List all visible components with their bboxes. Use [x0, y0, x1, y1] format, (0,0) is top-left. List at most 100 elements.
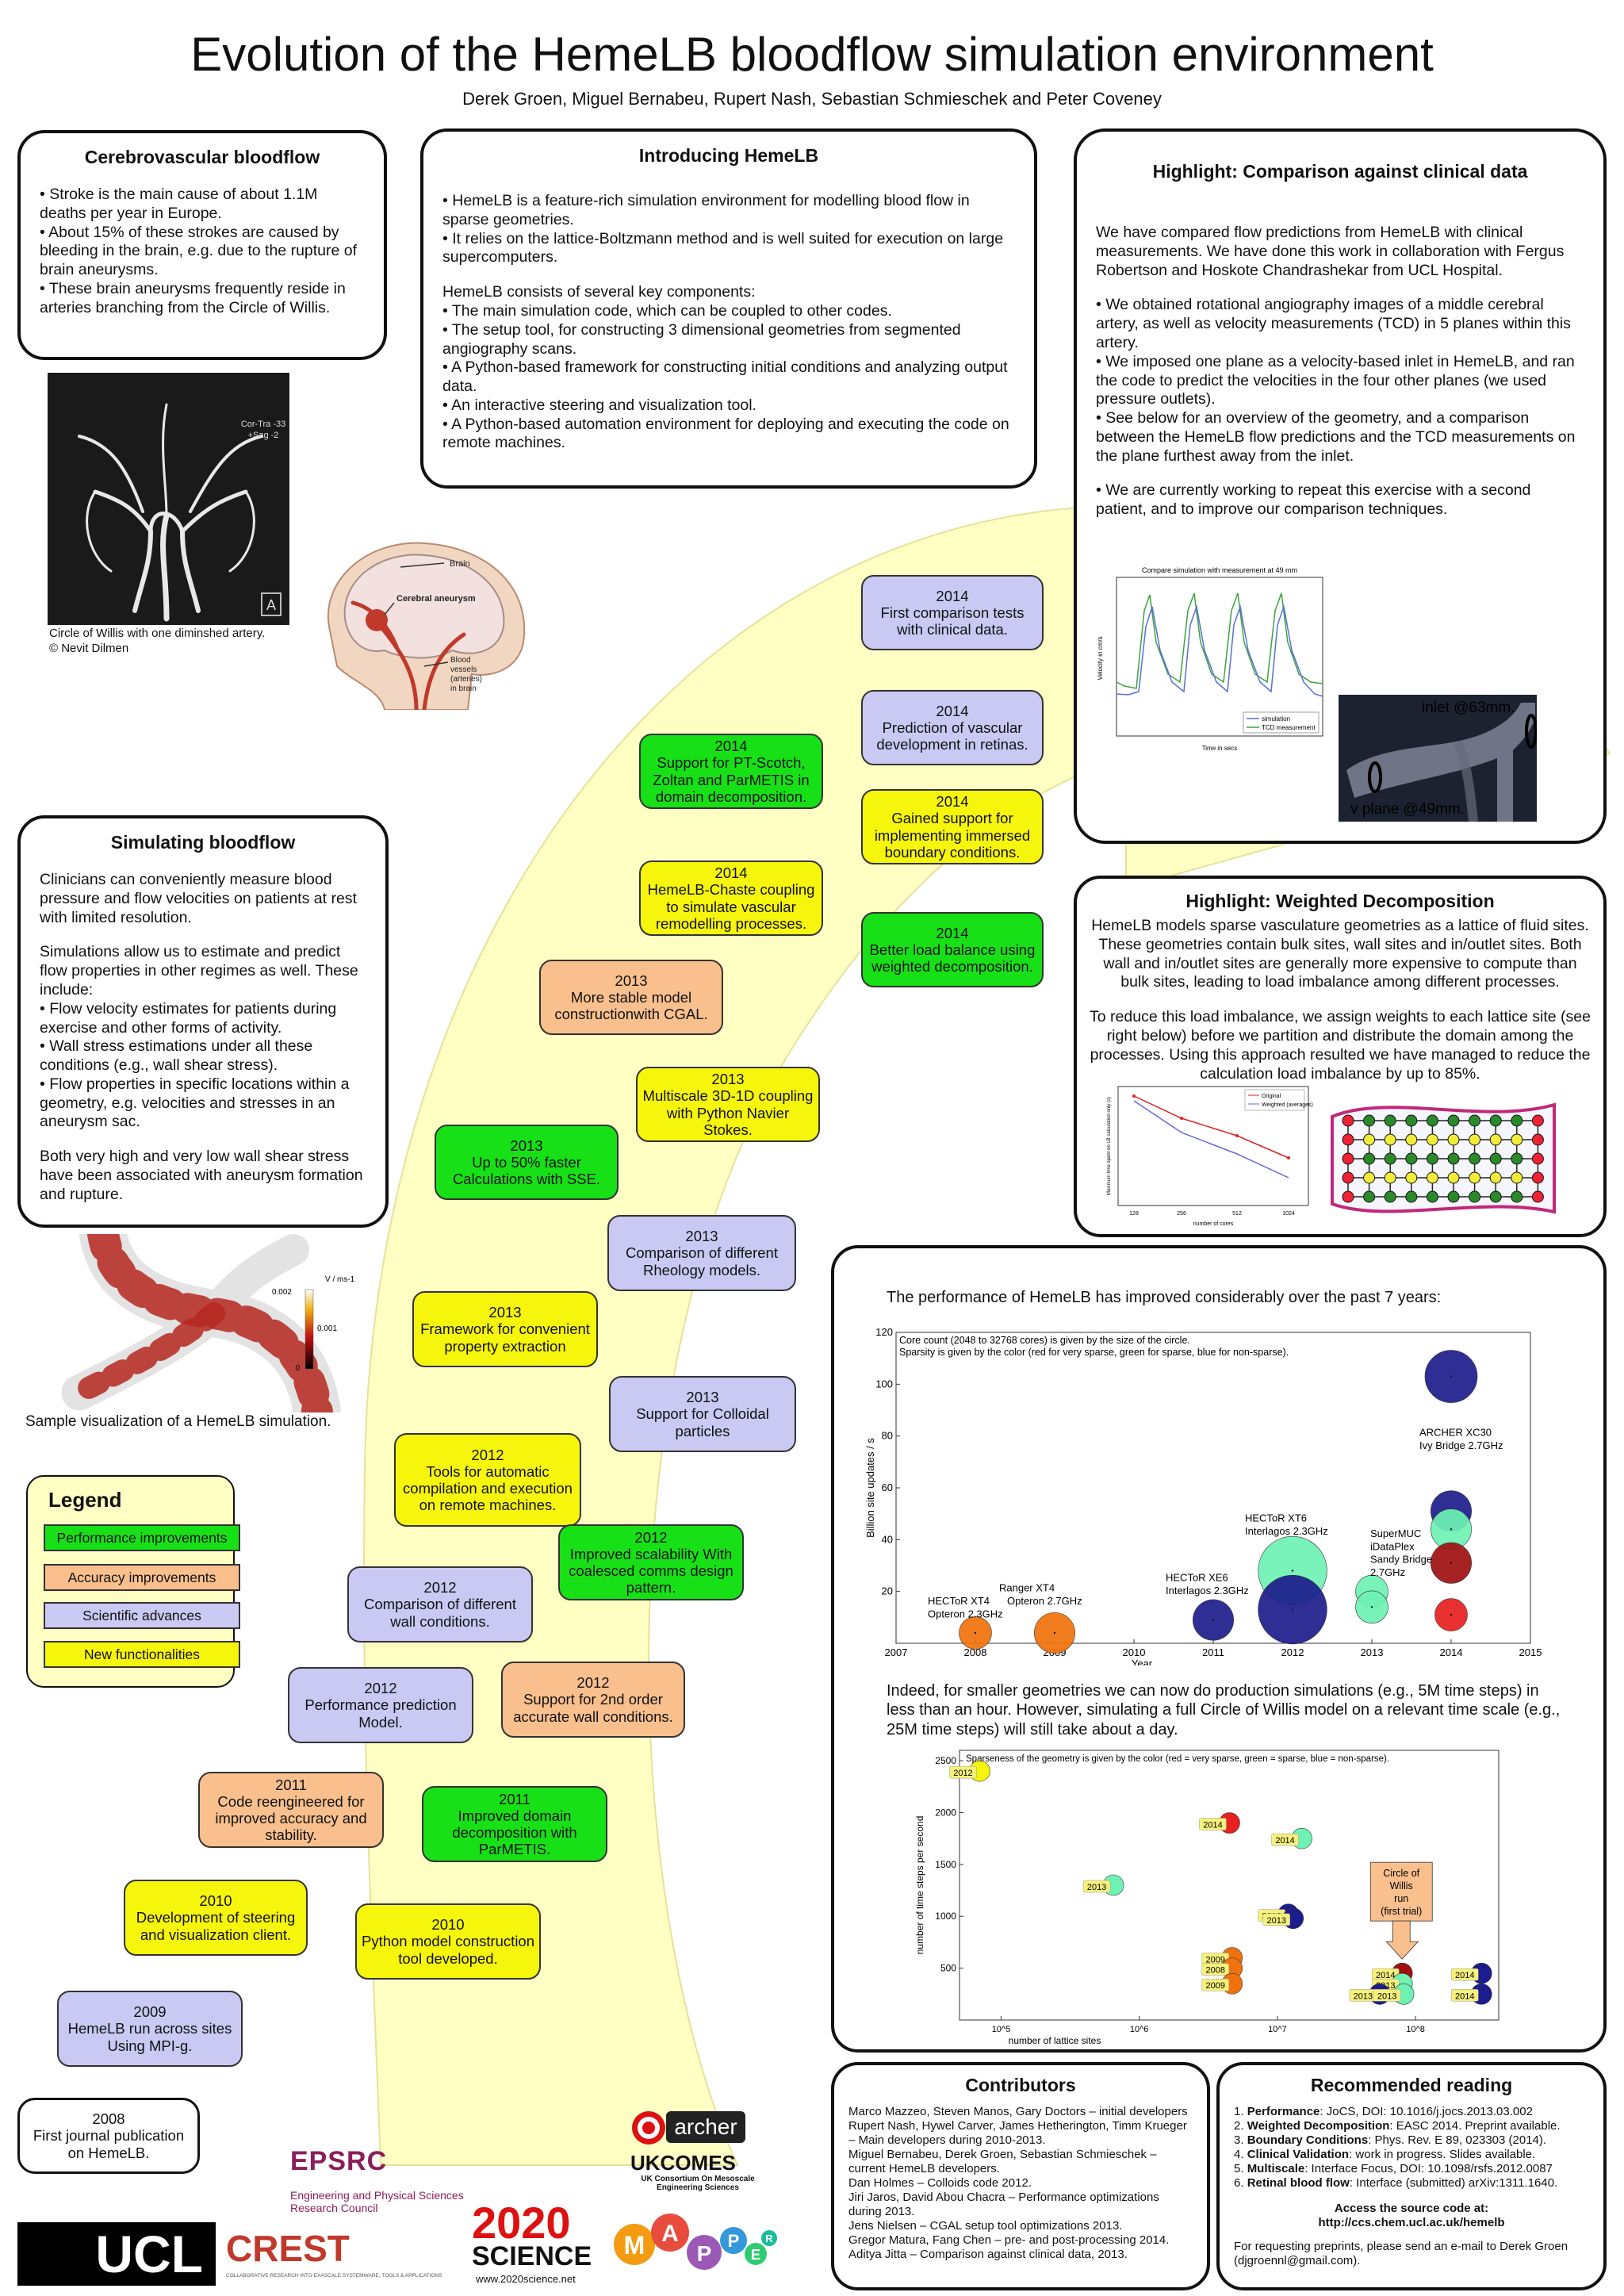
chart1-point-center: [1291, 1570, 1294, 1572]
tcd-measurement-line: [1116, 592, 1323, 689]
lattice-site: [1405, 1133, 1418, 1146]
brain-aneurysm-illustration: Brain Cerebral aneurysm Blood vessels (a…: [327, 542, 526, 710]
timeline-text: Framework for convenient property extrac…: [420, 1320, 590, 1355]
timeline-text: Up to 50% faster Calculations with SSE.: [452, 1153, 601, 1188]
timeline-text: Support for Colloidal particles: [636, 1405, 769, 1439]
lattice-site: [1426, 1133, 1438, 1146]
intro-component: • A Python-based automation environment …: [442, 415, 1009, 452]
mra-caption: Circle of Willis with one diminshed arte…: [49, 627, 265, 657]
simulating-item: • Wall stress estimations under all thes…: [40, 1037, 313, 1075]
timeline-year: 2014: [714, 864, 748, 882]
reading-text: : Interface Focus, DOI: 10.1098/rsfs.201…: [1304, 2161, 1553, 2175]
chart2-xtick-label: 10^6: [1130, 2025, 1149, 2034]
intro-component: • The main simulation code, which can be…: [442, 301, 892, 320]
archer-logo: [630, 2110, 667, 2150]
performance-p2: Indeed, for smaller geometries we can no…: [887, 1682, 1561, 1738]
ukcomes-logo: UKCOMES: [630, 2151, 736, 2175]
reading-text: 1.: [1234, 2104, 1247, 2118]
lattice-site: [1511, 1171, 1523, 1184]
timeline-text: Improved scalability With coalesced comm…: [569, 1545, 733, 1596]
brain-label: Blood: [450, 656, 471, 665]
lattice-site: [1384, 1114, 1396, 1127]
chart1-ylabel: Billion site updates / s: [864, 1438, 876, 1538]
reading-topic: Retinal blood flow: [1247, 2175, 1350, 2190]
chart2-point-label-bg: [1450, 1989, 1479, 2002]
chart1-point-center: [1450, 1375, 1453, 1378]
chart1-xtick-label: 2013: [1361, 1646, 1384, 1658]
reading-text: 6.: [1234, 2175, 1247, 2190]
lattice-grid: [1342, 1114, 1544, 1203]
colorbar-unit: V / ms-1: [325, 1275, 355, 1284]
timeline-year: 2013: [488, 1304, 522, 1321]
mapper-letter: P: [697, 2241, 712, 2266]
chart2-xtick-label: 10^8: [1406, 2025, 1425, 2034]
mapper-letter: E: [751, 2247, 760, 2263]
poster-title: Evolution of the HemeLB bloodflow simula…: [190, 28, 1434, 81]
lattice-site: [1469, 1171, 1481, 1184]
contributor-line: Rupert Nash, Hywel Carver, James Hetheri…: [848, 2118, 1187, 2147]
original-line: [1133, 1095, 1289, 1159]
timeline-year: 2013: [615, 972, 648, 989]
chart1-xtick-label: 2010: [1123, 1646, 1146, 1658]
chart2-xtick-label: 10^7: [1268, 2025, 1287, 2034]
chart1-annotation: 2.7GHz: [1370, 1566, 1405, 1578]
recommended-reading-box: Recommended reading 1. Performance: JoCS…: [1216, 2062, 1607, 2290]
clinical-item: • See below for an overview of the geome…: [1096, 409, 1576, 465]
load-xtick: 128: [1129, 1211, 1139, 1217]
clinical-item: • We imposed one plane as a velocity-bas…: [1096, 352, 1575, 408]
source-code-link[interactable]: http://ccs.chem.ucl.ac.uk/hemelb: [1318, 2215, 1505, 2229]
timeline-year: 2013: [510, 1137, 543, 1154]
lattice-site: [1489, 1190, 1502, 1203]
ukcomes-subtitle: UK Consortium On Mesoscale Engineering S…: [641, 2175, 755, 2192]
epsrc-subtitle: Engineering and Physical Sciences Resear…: [290, 2189, 464, 2214]
timeline-text: First comparison tests with clinical dat…: [880, 604, 1025, 638]
lattice-site: [1531, 1133, 1544, 1146]
weighted-p1: HemeLB models sparse vasculature geometr…: [1091, 917, 1589, 991]
chart2-xtick-label: 10^5: [992, 2025, 1011, 2034]
weighted-decomposition-title: Highlight: Weighted Decomposition: [1185, 891, 1495, 911]
timeline-year: 2010: [431, 1916, 465, 1934]
hemelb-visualization-image: V / ms-1 0.002 0.001 0: [61, 1234, 355, 1412]
legend-scientific: Scientific advances: [44, 1602, 240, 1629]
clinical-future: • We are currently working to repeat thi…: [1096, 481, 1531, 519]
reading-text: 2.: [1234, 2118, 1247, 2133]
introducing-hemelb-box: Introducing HemeLB • HemeLB is a feature…: [420, 128, 1037, 489]
epsrc-logo: EPSRC: [290, 2146, 388, 2176]
mapper-letter: M: [624, 2231, 645, 2260]
legend-box: Legend Performance improvements Accuracy…: [26, 1475, 240, 1688]
timeline-text: HemeLB run across sites Using MPI-g.: [67, 2020, 232, 2054]
reading-item: 6. Retinal blood flow: Interface (submit…: [1234, 2176, 1589, 2191]
timeline-year: 2012: [364, 1680, 397, 1697]
lattice-site: [1489, 1114, 1502, 1127]
chart1-annotation: iDataPlex: [1370, 1540, 1415, 1552]
lattice-site: [1531, 1114, 1544, 1127]
lattice-site: [1511, 1190, 1523, 1203]
colorbar-tick: 0.002: [272, 1288, 292, 1297]
simulating-p1: Clinicians can conveniently measure bloo…: [40, 871, 357, 926]
timeline-text: Performance prediction Model.: [304, 1696, 457, 1731]
timeline-text: Comparison of different wall conditions.: [364, 1596, 516, 1630]
chart2-point-label: 2014: [1455, 1991, 1474, 2001]
cerebrovascular-item: • About 15% of these strokes are caused …: [40, 223, 358, 279]
brain-label: in brain: [450, 684, 477, 693]
lattice-site: [1405, 1114, 1418, 1127]
chart2-point-label-bg: [1271, 1833, 1299, 1846]
chart1-point-center: [1053, 1631, 1056, 1635]
lattice-site: [1447, 1133, 1460, 1146]
circle-of-willis-mra-image: Cor-Tra -33 +Sag -2 A: [48, 373, 289, 625]
lattice-site: [1363, 1171, 1376, 1184]
reading-text: : Interface (submitted) arXiv:1311.1640.: [1349, 2175, 1558, 2190]
chart2-point-label-bg: [1373, 1989, 1401, 2002]
chart2-point-label-bg: [1201, 1978, 1230, 1991]
timeline-text: Gained support for implementing immersed…: [874, 810, 1031, 861]
lattice-site: [1469, 1152, 1481, 1165]
contributor-line: Aditya Jitta – Comparison against clinic…: [848, 2247, 1128, 2261]
reading-list: 1. Performance: JoCS, DOI: 10.1016/j.joc…: [1234, 2105, 1589, 2191]
lattice-site: [1342, 1152, 1354, 1165]
